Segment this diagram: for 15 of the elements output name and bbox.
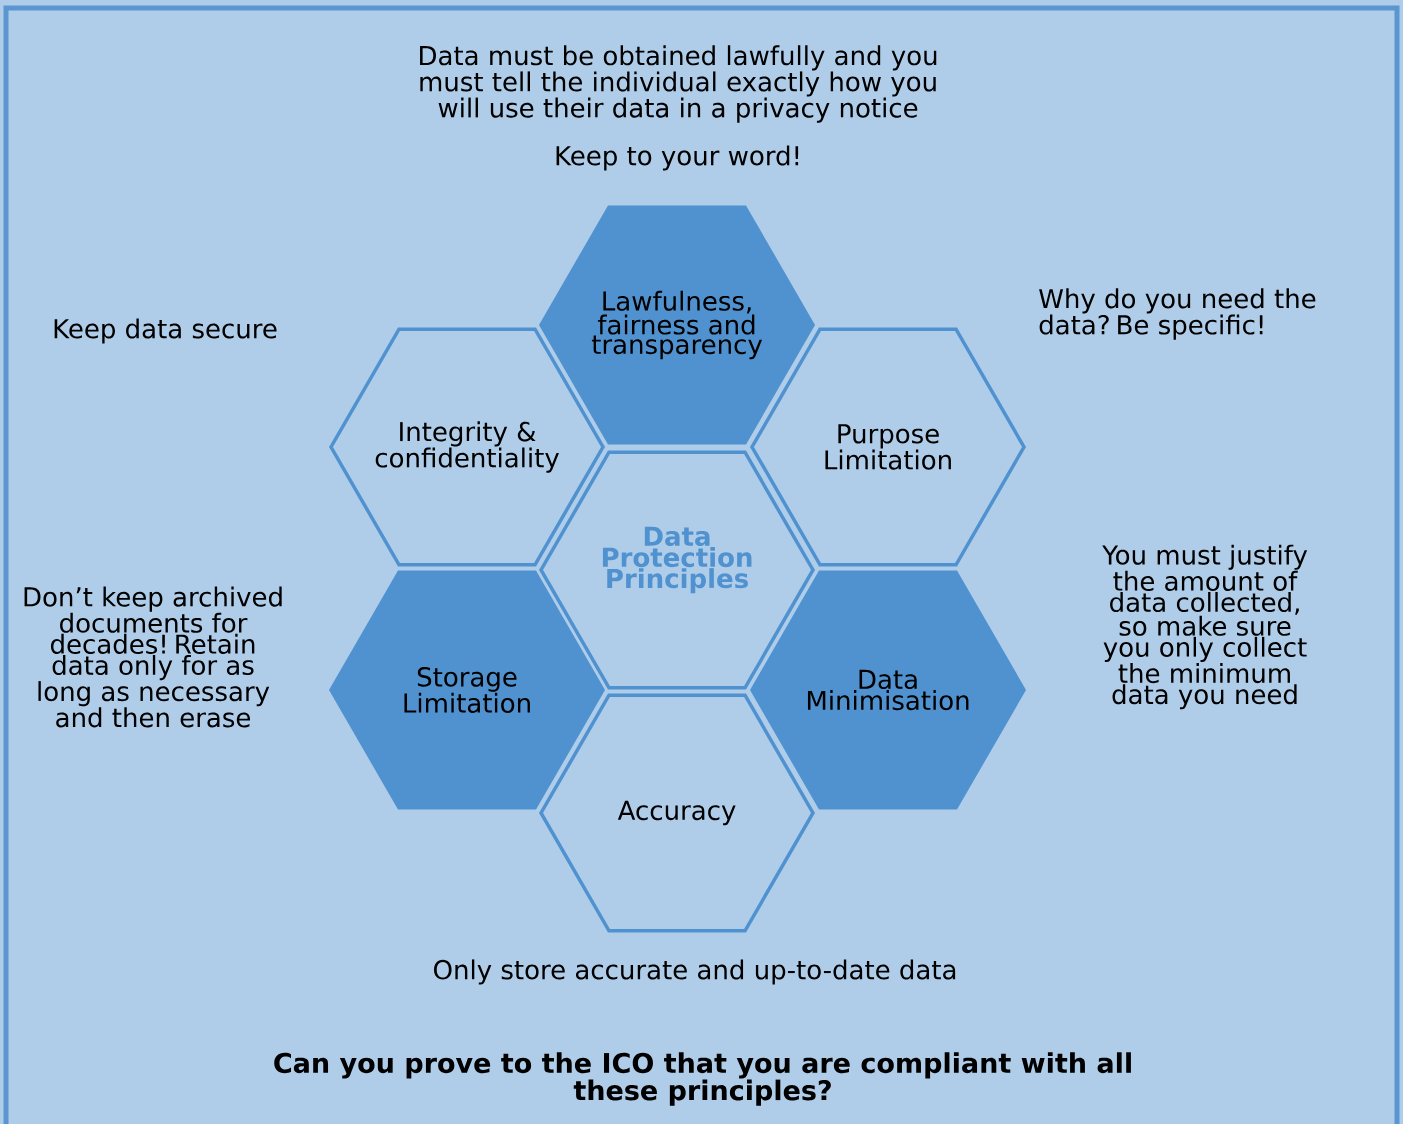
hexagon-label: Data Minimisation xyxy=(807,669,969,711)
hexagon-label: Integrity & confidentiality xyxy=(375,421,559,473)
annotation-text: Keep data secure xyxy=(54,318,277,344)
annotation-text: Don’t keep archived documents for decades! Retain data only for as long as necessary and then erase xyxy=(24,586,282,728)
hexagon-label: Purpose Limitation xyxy=(825,424,951,470)
hexagon-label: Accuracy xyxy=(617,800,736,826)
hexagon-label: Data Protection Principles xyxy=(602,526,752,594)
annotation-text: Why do you need the data? Be specific! xyxy=(1039,288,1316,340)
annotation-text: Only store accurate and up-to-date data xyxy=(434,959,956,985)
hexagon-label: Lawfulness, fairness and transparency xyxy=(591,290,763,360)
caption: Can you prove to the ICO that you are compliant with all these principles? xyxy=(274,1052,1131,1106)
annotation-text: You must justify the amount of data collected, so make sure you only collect the minimum data you need xyxy=(1102,544,1308,710)
annotation-text: Keep to your word! xyxy=(556,145,799,171)
hexagon-label: Storage Limitation xyxy=(404,667,530,713)
annotation-text: Data must be obtained lawfully and you must tell the individual exactly how you will use their data in a privacy notice xyxy=(420,45,937,123)
